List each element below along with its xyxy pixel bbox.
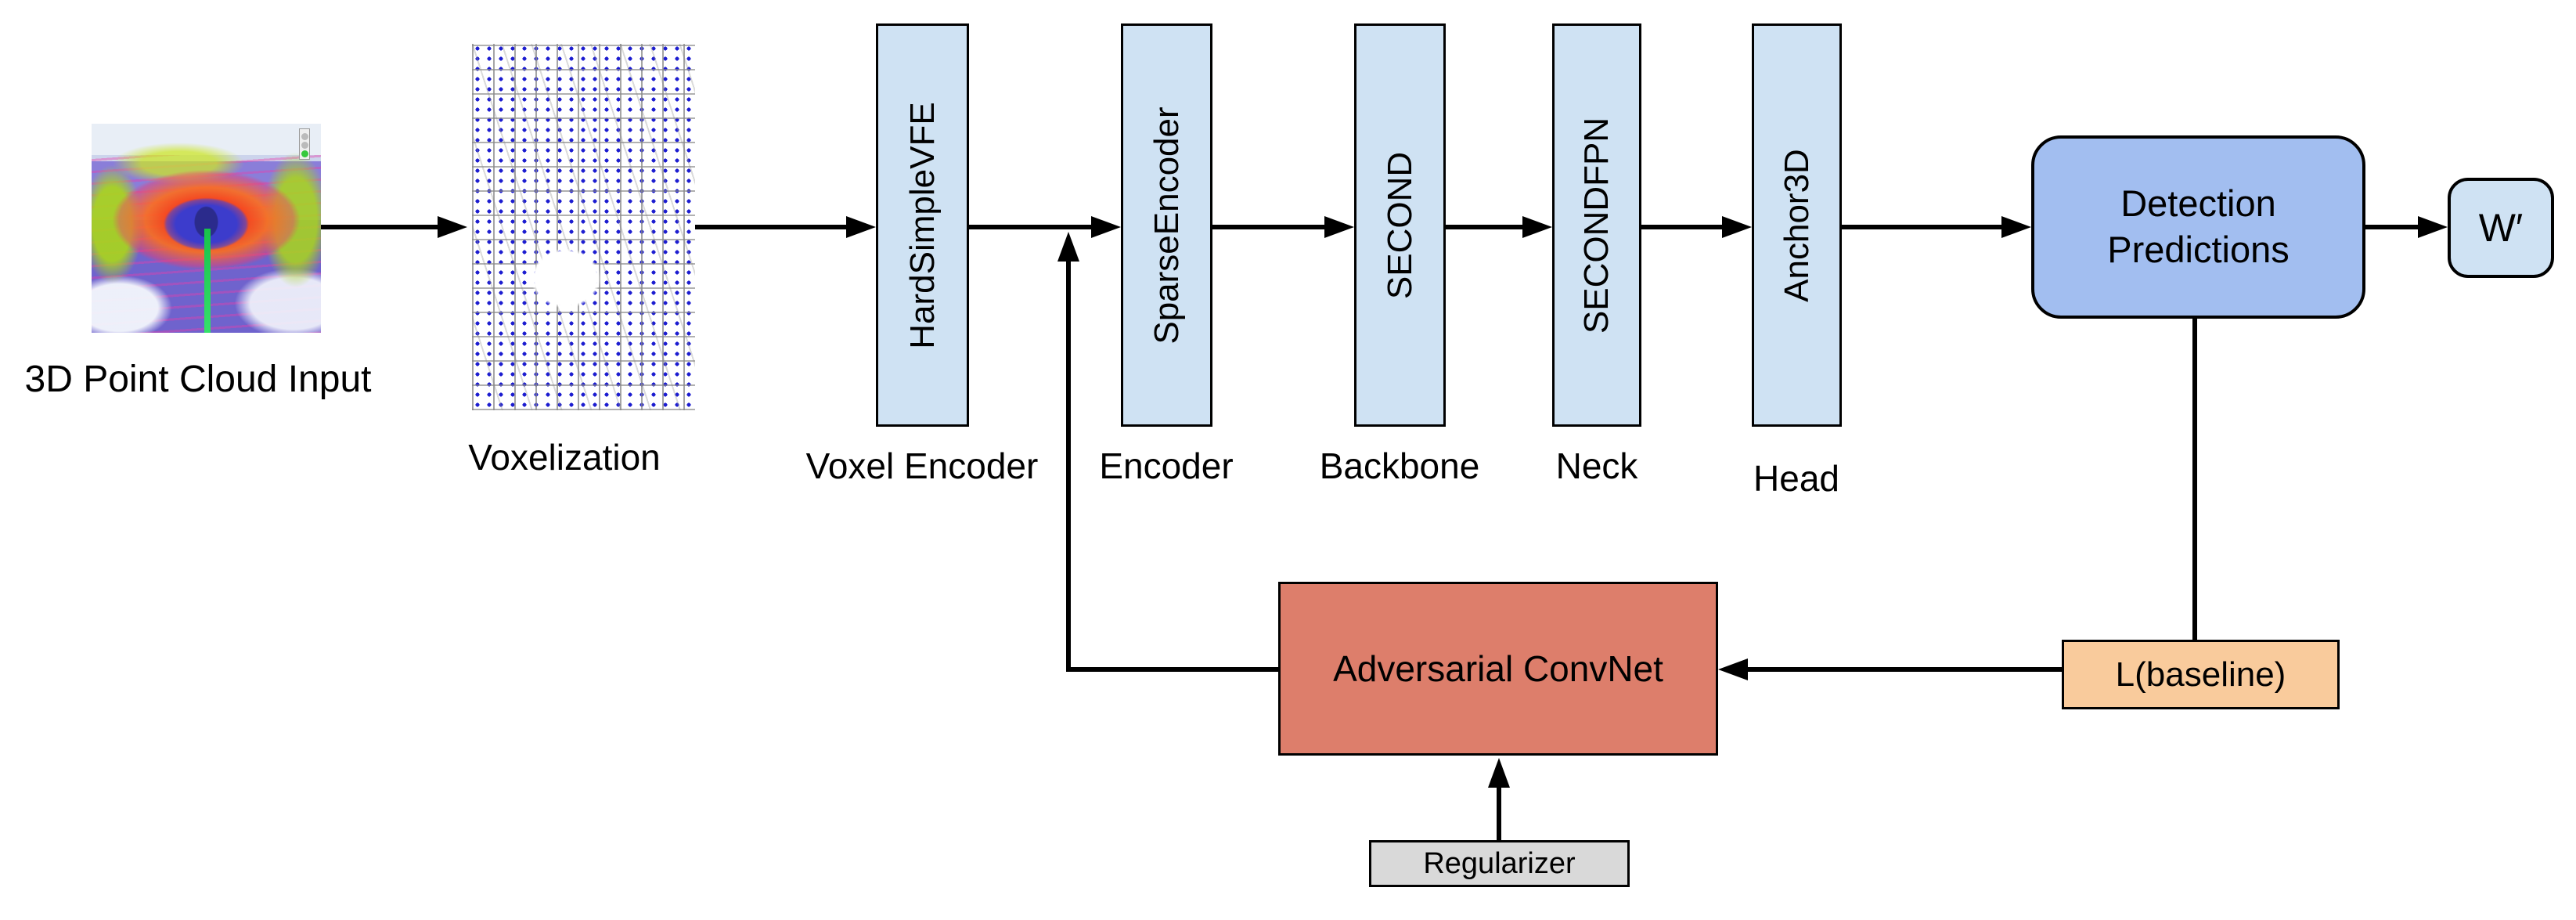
arrowhead-right — [438, 216, 467, 238]
arrowhead-left — [1718, 658, 1748, 680]
loss-baseline-label: L(baseline) — [2115, 655, 2286, 694]
arrowhead-up — [1488, 758, 1510, 788]
arrow-line — [1497, 783, 1501, 840]
feedback-horizontal-line — [1068, 667, 1278, 672]
stage-role-head: Head — [1753, 458, 1839, 499]
arrow-line — [1842, 225, 2003, 229]
stage-box-second: SECOND — [1354, 23, 1446, 427]
arrowhead-right — [846, 216, 876, 238]
line-detection-to-loss — [2192, 319, 2197, 640]
output-weights-label: W′ — [2478, 206, 2524, 250]
arrowhead-right — [1324, 216, 1354, 238]
arrowhead-right — [1722, 216, 1752, 238]
voxelization-image — [472, 44, 695, 410]
arrow-line — [1446, 225, 1524, 229]
regularizer-box: Regularizer — [1369, 840, 1630, 887]
arrow-line — [1212, 225, 1326, 229]
stage-box-label: SparseEncoder — [1147, 106, 1186, 345]
arrow-line — [2365, 225, 2419, 229]
arrowhead-right — [2001, 216, 2031, 238]
output-weights-box: W′ — [2448, 178, 2554, 278]
stage-box-anchor3d: Anchor3D — [1752, 23, 1842, 427]
point-cloud-image — [92, 124, 321, 333]
stage-role-backbone: Backbone — [1319, 446, 1480, 486]
traffic-light-icon — [299, 128, 310, 160]
stage-role-neck: Neck — [1555, 446, 1638, 486]
arrow-line — [321, 225, 440, 229]
stage-box-label: HardSimpleVFE — [903, 101, 942, 349]
stage-role-voxel-encoder: Voxel Encoder — [805, 446, 1039, 486]
loss-baseline-box: L(baseline) — [2062, 640, 2340, 709]
detection-label-line1: Detection — [2120, 182, 2276, 225]
arrowhead-right — [2418, 216, 2448, 238]
stage-box-label: SECONDFPN — [1577, 117, 1616, 334]
stage-box-secondfpn: SECONDFPN — [1552, 23, 1641, 427]
arrow-line — [1641, 225, 1724, 229]
arrow-line — [969, 225, 1093, 229]
voxelization-caption: Voxelization — [468, 437, 661, 478]
arrowhead-up — [1057, 232, 1079, 262]
feedback-vertical-line — [1066, 258, 1071, 672]
point-cloud-caption: 3D Point Cloud Input — [24, 359, 372, 400]
stage-box-label: Anchor3D — [1777, 148, 1816, 302]
adversarial-convnet-box: Adversarial ConvNet — [1278, 582, 1718, 756]
detection-label-line2: Predictions — [2107, 229, 2290, 270]
stage-box-hardsimplevfe: HardSimpleVFE — [876, 23, 969, 427]
detection-predictions-label: Detection Predictions — [2107, 181, 2290, 273]
stage-box-label: SECOND — [1380, 151, 1419, 299]
arrow-line — [695, 225, 846, 229]
arrowhead-right — [1522, 216, 1552, 238]
regularizer-label: Regularizer — [1423, 846, 1576, 880]
arrow-line — [1746, 667, 2062, 672]
stage-box-sparseencoder: SparseEncoder — [1121, 23, 1212, 427]
stage-role-encoder: Encoder — [1099, 446, 1234, 486]
adversarial-convnet-label: Adversarial ConvNet — [1333, 648, 1663, 689]
arrowhead-right — [1091, 216, 1121, 238]
planned-path-line — [204, 228, 211, 333]
detection-predictions-box: Detection Predictions — [2031, 135, 2365, 319]
